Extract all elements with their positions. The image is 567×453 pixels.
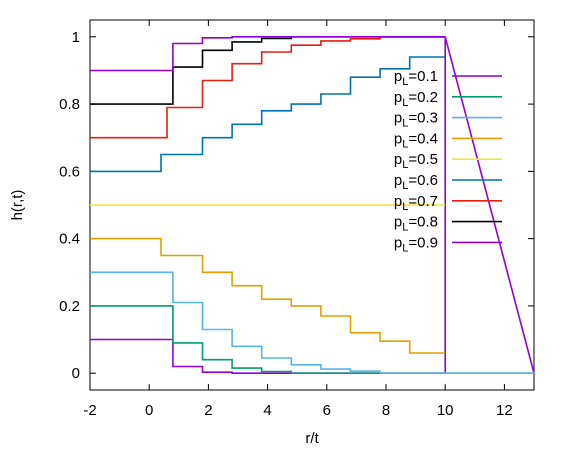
legend-item: pL=0.7 xyxy=(394,193,502,213)
legend-label: pL=0.2 xyxy=(394,89,438,109)
legend-label: pL=0.7 xyxy=(394,193,438,213)
legend-label: pL=0.3 xyxy=(394,110,438,130)
legend-label: pL=0.6 xyxy=(394,172,438,192)
legend-item: pL=0.2 xyxy=(394,89,502,109)
x-tick-label: -2 xyxy=(83,402,96,419)
legend-label: pL=0.8 xyxy=(394,214,438,234)
y-tick-label: 0 xyxy=(72,365,80,382)
ticks: -2 0 2 4 6 8 10 12 0 0.2 0.4 0.6 0.8 1 xyxy=(59,20,534,419)
series-line-p-l-0-7 xyxy=(90,36,446,139)
legend-item: pL=0.1 xyxy=(394,68,502,88)
y-tick-label: 0.6 xyxy=(59,163,80,180)
x-tick-label: 10 xyxy=(437,402,454,419)
series-line-p-l-0-9 xyxy=(90,36,446,72)
series-line-p-l-0-8 xyxy=(90,36,446,105)
y-tick-label: 0.2 xyxy=(59,298,80,315)
legend-item: pL=0.4 xyxy=(394,130,502,150)
x-axis-title: r/t xyxy=(305,430,319,447)
x-tick-label: 2 xyxy=(204,402,212,419)
legend: pL=0.1pL=0.2pL=0.3pL=0.4pL=0.5pL=0.6pL=0… xyxy=(394,68,502,254)
series-line-p-l-0-4 xyxy=(90,237,446,354)
legend-item: pL=0.5 xyxy=(394,151,502,171)
y-axis-title: h(r,t) xyxy=(9,190,26,221)
y-tick-label: 0.8 xyxy=(59,96,80,113)
y-tick-label: 0.4 xyxy=(59,231,80,248)
x-tick-label: 4 xyxy=(263,402,271,419)
legend-label: pL=0.1 xyxy=(394,68,438,88)
x-tick-label: 0 xyxy=(145,402,153,419)
series-line-p-l-0-6 xyxy=(90,56,446,173)
legend-item: pL=0.8 xyxy=(394,214,502,234)
legend-label: pL=0.5 xyxy=(394,151,438,171)
x-tick-label: 8 xyxy=(382,402,390,419)
legend-label: pL=0.9 xyxy=(394,234,438,254)
y-tick-label: 1 xyxy=(72,29,80,46)
series-line-p-l-0-2 xyxy=(90,305,534,374)
legend-label: pL=0.4 xyxy=(394,130,438,150)
x-tick-label: 6 xyxy=(323,402,331,419)
legend-item: pL=0.9 xyxy=(394,234,502,254)
legend-item: pL=0.6 xyxy=(394,172,502,192)
series-line-p-l-0-3 xyxy=(90,271,534,374)
series-group xyxy=(90,36,535,374)
x-tick-label: 12 xyxy=(496,402,513,419)
legend-item: pL=0.3 xyxy=(394,110,502,130)
